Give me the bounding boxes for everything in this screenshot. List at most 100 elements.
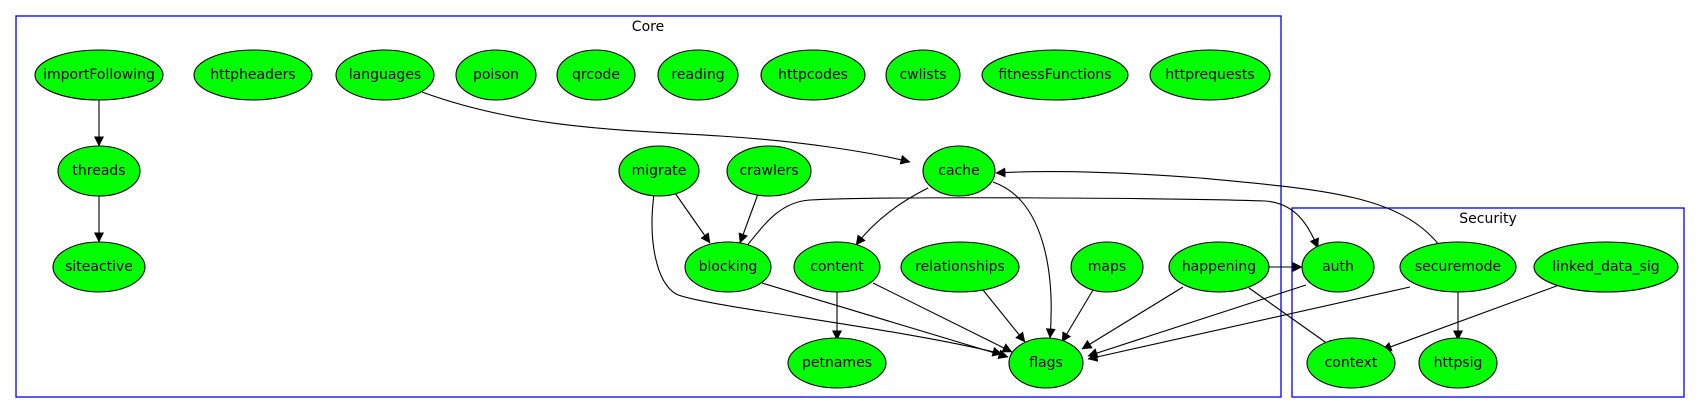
node-securemode: securemode [1399, 241, 1517, 293]
node-migrate-shape [618, 145, 700, 197]
node-importFollowing-shape [34, 49, 164, 101]
node-poison: poison [455, 49, 537, 101]
node-flags: flags [1008, 337, 1084, 389]
node-maps-label: maps [1088, 259, 1126, 275]
node-maps-shape [1070, 241, 1144, 293]
edge-relationships-flags [982, 289, 1026, 343]
cluster-security-border [1291, 207, 1685, 398]
node-httprequests-shape [1149, 49, 1271, 101]
node-threads-shape [57, 145, 141, 197]
edge-migrate-flags [651, 193, 1003, 357]
cluster-security: Security [1291, 207, 1685, 398]
node-reading-shape [657, 49, 739, 101]
edge-blocking-flags [761, 282, 1009, 360]
node-auth: auth [1301, 241, 1375, 293]
edge-happening-flags [1081, 286, 1184, 350]
edge-maps-flags [1061, 289, 1094, 343]
edge-cache-content [855, 187, 929, 246]
edge-securemode-cache [995, 167, 1441, 247]
node-httprequests-label: httprequests [1165, 67, 1254, 83]
node-httpsig-label: httpsig [1434, 355, 1483, 371]
node-maps: maps [1070, 241, 1144, 293]
node-languages-label: languages [349, 67, 421, 83]
node-threads: threads [57, 145, 141, 197]
edge-migrate-blocking [674, 192, 711, 244]
node-fitnessFunctions-label: fitnessFunctions [998, 67, 1111, 83]
node-cache-shape [922, 145, 996, 197]
node-happening: happening [1168, 241, 1270, 293]
node-linked_data_sig-shape [1533, 241, 1679, 293]
edge-cache-flags [992, 181, 1056, 339]
node-migrate: migrate [618, 145, 700, 197]
cluster-core-border [15, 15, 1282, 398]
node-cache: cache [922, 145, 996, 197]
node-threads-label: threads [72, 163, 125, 179]
node-happening-label: happening [1182, 259, 1256, 275]
cluster-core: Core [15, 15, 1282, 398]
node-httpsig: httpsig [1418, 337, 1498, 389]
node-content-label: content [810, 259, 864, 275]
node-httprequests: httprequests [1149, 49, 1271, 101]
node-languages-shape [335, 49, 435, 101]
node-relationships-shape [900, 241, 1020, 293]
node-securemode-shape [1399, 241, 1517, 293]
node-auth-label: auth [1322, 259, 1354, 275]
node-cwlists-shape [885, 49, 961, 101]
node-httpsig-shape [1418, 337, 1498, 389]
node-blocking-label: blocking [699, 259, 758, 275]
edges [94, 91, 1563, 362]
node-happening-shape [1168, 241, 1270, 293]
node-httpcodes-shape [760, 49, 866, 101]
node-securemode-label: securemode [1415, 259, 1501, 275]
node-flags-shape [1008, 337, 1084, 389]
edge-blocking-auth [744, 197, 1319, 249]
edge-securemode-flags [1087, 286, 1411, 362]
edge-languages-cache [421, 91, 911, 165]
node-cwlists-label: cwlists [899, 67, 946, 83]
cluster-security-label: Security [1459, 211, 1517, 227]
node-content: content [793, 241, 881, 293]
node-reading: reading [657, 49, 739, 101]
node-httpheaders: httpheaders [193, 49, 313, 101]
node-httpcodes-label: httpcodes [778, 67, 848, 83]
node-context: context [1306, 337, 1396, 389]
node-crawlers-shape [726, 145, 812, 197]
node-petnames: petnames [787, 337, 887, 389]
node-context-shape [1306, 337, 1396, 389]
node-relationships: relationships [900, 241, 1020, 293]
cluster-core-label: Core [632, 19, 664, 35]
edge-content-flags [872, 282, 1013, 353]
node-poison-label: poison [473, 67, 519, 83]
node-crawlers: crawlers [726, 145, 812, 197]
edge-auth-flags [1087, 284, 1307, 358]
node-httpcodes: httpcodes [760, 49, 866, 101]
node-relationships-label: relationships [915, 259, 1005, 275]
node-linked_data_sig: linked_data_sig [1533, 241, 1679, 293]
node-context-label: context [1325, 355, 1378, 371]
node-crawlers-label: crawlers [739, 163, 798, 179]
node-poison-shape [455, 49, 537, 101]
node-reading-label: reading [671, 67, 724, 83]
node-fitnessFunctions: fitnessFunctions [981, 49, 1129, 101]
node-httpheaders-label: httpheaders [210, 67, 295, 83]
node-content-shape [793, 241, 881, 293]
node-siteactive-shape [52, 241, 146, 293]
node-fitnessFunctions-shape [981, 49, 1129, 101]
node-siteactive: siteactive [52, 241, 146, 293]
node-flags-label: flags [1029, 355, 1063, 371]
node-cache-label: cache [938, 163, 979, 179]
node-migrate-label: migrate [632, 163, 687, 179]
nodes: importFollowing httpheaders languages poiso… [34, 49, 1679, 389]
node-qrcode-shape [556, 49, 636, 101]
node-petnames-label: petnames [802, 355, 872, 371]
edge-happening-context [1248, 287, 1336, 350]
node-siteactive-label: siteactive [65, 259, 133, 275]
node-petnames-shape [787, 337, 887, 389]
node-blocking-shape [684, 241, 772, 293]
node-blocking: blocking [684, 241, 772, 293]
node-httpheaders-shape [193, 49, 313, 101]
node-importFollowing: importFollowing [34, 49, 164, 101]
node-importFollowing-label: importFollowing [43, 67, 155, 83]
node-linked_data_sig-label: linked_data_sig [1552, 259, 1659, 275]
